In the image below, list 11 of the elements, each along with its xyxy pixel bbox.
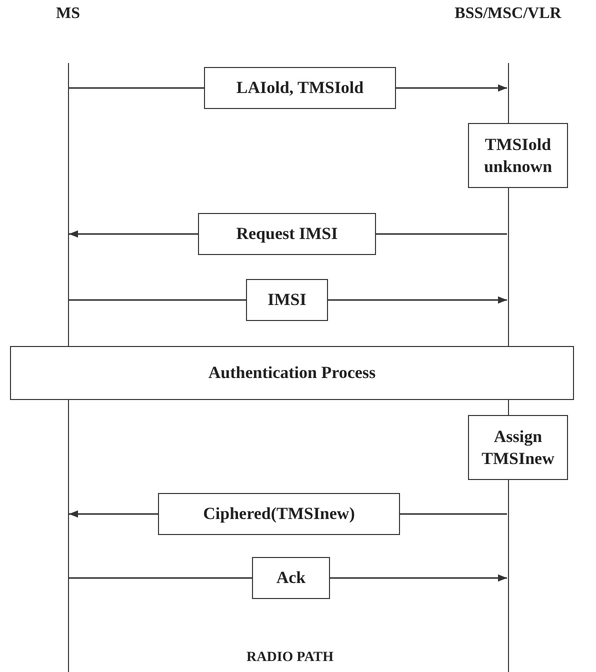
- lifeline-title: MS: [55, 5, 81, 23]
- path-label: RADIO PATH: [246, 650, 334, 666]
- lifeline-title: BSS/MSC/VLR: [454, 5, 562, 23]
- message-label: Ciphered(TMSInew): [158, 493, 400, 535]
- process-band: Authentication Process: [10, 346, 574, 400]
- message-label: IMSI: [246, 279, 328, 321]
- message-label: LAIold, TMSIold: [204, 67, 396, 109]
- process-box: Assign TMSInew: [468, 415, 568, 480]
- message-label: Ack: [252, 557, 330, 599]
- message-label: Request IMSI: [198, 213, 376, 255]
- process-box: TMSIold unknown: [468, 123, 568, 188]
